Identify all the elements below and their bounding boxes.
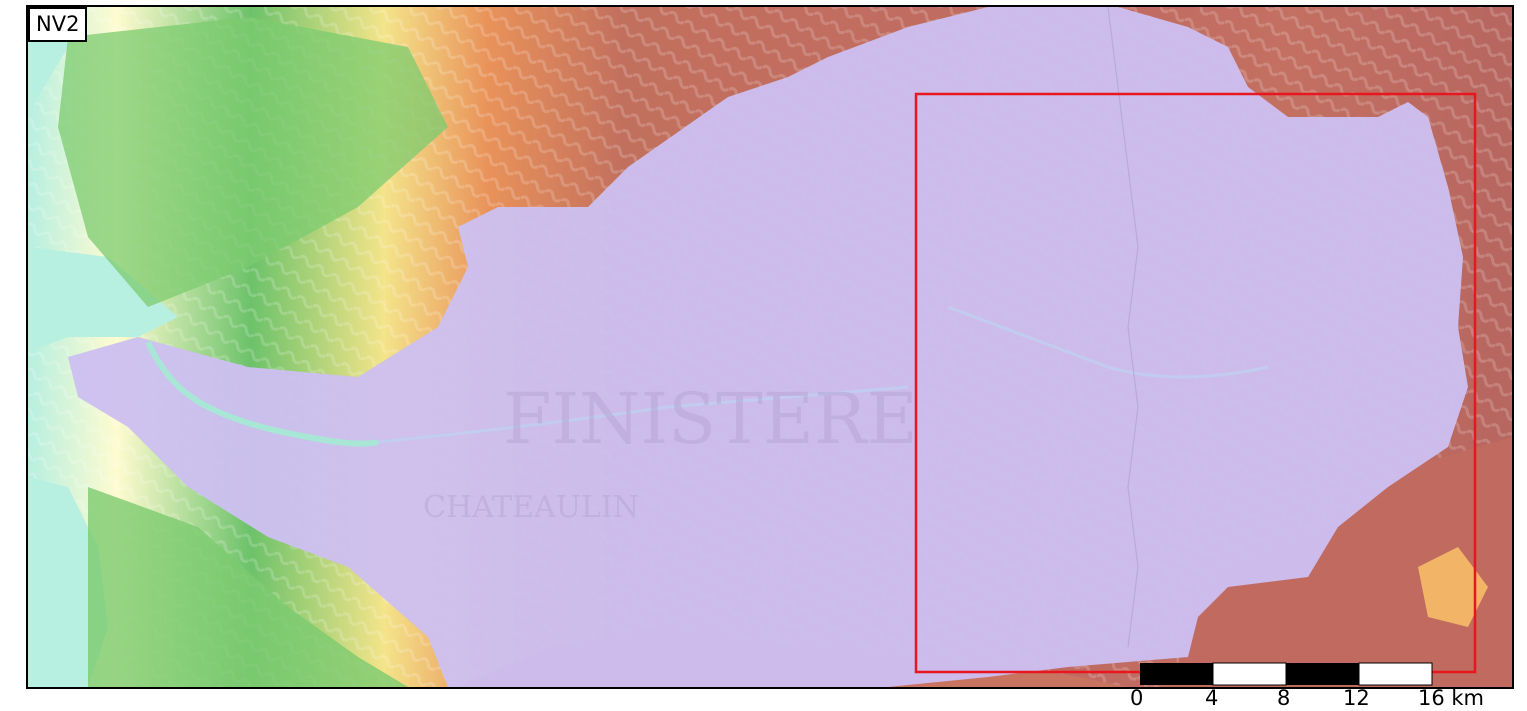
lowland-north bbox=[58, 17, 448, 307]
admin-boundary bbox=[1107, 7, 1139, 648]
upland-southeast bbox=[1168, 437, 1512, 687]
scale-label-8: 8 bbox=[1277, 686, 1290, 710]
scale-bar bbox=[1140, 662, 1433, 686]
place-label-chateaulin: CHATEAULIN bbox=[423, 490, 639, 525]
map-canvas: FINISTERE CHATEAULIN bbox=[28, 7, 1512, 687]
scale-segment-3 bbox=[1286, 663, 1359, 685]
scale-label-12: 12 bbox=[1343, 686, 1370, 710]
scale-label-0: 0 bbox=[1130, 686, 1143, 710]
watershed-basin bbox=[68, 7, 1468, 687]
scale-label-4: 4 bbox=[1205, 686, 1218, 710]
map-frame: FINISTERE CHATEAULIN 0 4 8 12 16 km bbox=[26, 5, 1514, 689]
sea-estuary bbox=[28, 247, 178, 352]
upland-bright-spots bbox=[1418, 547, 1488, 627]
scale-segment-4 bbox=[1358, 662, 1433, 686]
scale-segment-2 bbox=[1212, 662, 1287, 686]
panel-label: NV2 bbox=[28, 7, 88, 42]
river-aulne bbox=[145, 340, 379, 447]
lowland-south bbox=[88, 487, 408, 687]
scale-label-16: 16 km bbox=[1418, 686, 1484, 710]
scale-segment-1 bbox=[1140, 663, 1213, 685]
place-label-finistere: FINISTERE bbox=[503, 378, 918, 460]
river-tributaries bbox=[377, 305, 1269, 444]
